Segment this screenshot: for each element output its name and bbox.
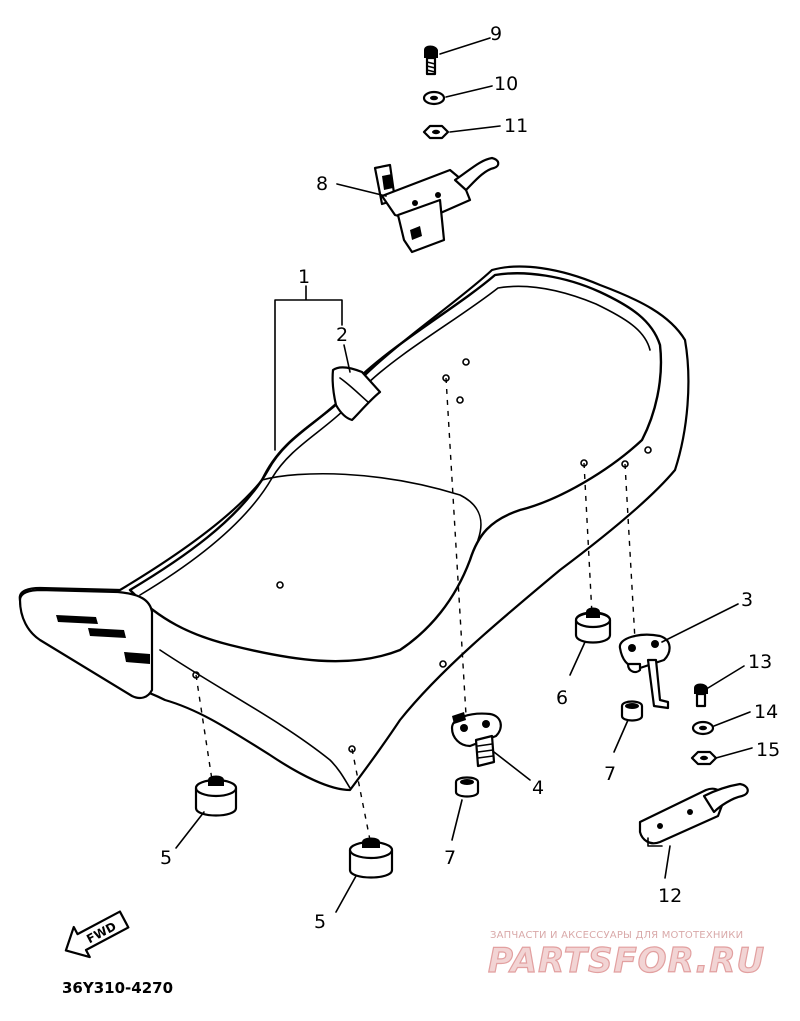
callout-1-bracket — [274, 285, 351, 451]
grab-rail-slot-2 — [88, 628, 126, 638]
mount-holes — [192, 358, 652, 753]
lock-bracket-part-3 — [618, 633, 671, 710]
grab-rail-slot-1 — [56, 615, 98, 624]
callout-labels: 9 10 11 8 1 2 3 13 6 14 15 7 4 7 5 12 5 — [160, 23, 780, 933]
assembly-lines — [195, 377, 636, 841]
callout-7-right: 7 — [604, 763, 616, 785]
seat-body — [18, 265, 690, 792]
nut-part-11 — [422, 124, 450, 140]
callout-7-center: 7 — [444, 847, 456, 869]
grab-rail-slot-3 — [124, 652, 150, 664]
seat-crease — [261, 472, 482, 541]
leader-lines — [175, 37, 753, 913]
callout-8: 8 — [316, 173, 328, 195]
watermark-caption: ЗАПЧАСТИ И АКСЕССУАРЫ ДЛЯ МОТОТЕХНИКИ — [490, 930, 743, 941]
seat-pad-line — [139, 285, 651, 596]
callout-10: 10 — [494, 73, 518, 95]
watermark: ЗАПЧАСТИ И АКСЕССУАРЫ ДЛЯ МОТОТЕХНИКИ PA… — [487, 930, 765, 982]
callout-13: 13 — [748, 651, 772, 673]
seat-lower-edge — [159, 649, 351, 789]
forward-arrow: FWD — [64, 910, 130, 959]
callout-5-left: 5 — [160, 847, 172, 869]
collar-part-7-right — [620, 700, 644, 722]
seat-assembly — [18, 265, 690, 792]
callout-2: 2 — [336, 324, 348, 346]
callout-9: 9 — [490, 23, 502, 45]
callout-6: 6 — [556, 687, 568, 709]
damper-part-5-right — [348, 837, 394, 879]
callout-3: 3 — [741, 589, 753, 611]
collar-part-7-center — [454, 776, 480, 798]
callout-15: 15 — [756, 739, 780, 761]
callout-14: 14 — [754, 701, 778, 723]
seat-hook-part-8 — [373, 156, 500, 254]
washer-part-10 — [422, 90, 446, 106]
grab-rail — [18, 588, 154, 700]
damper-part-6 — [574, 607, 612, 644]
part-code: 36Y310-4270 — [62, 979, 173, 997]
bolt-part-9 — [424, 45, 438, 76]
hook-plate-part-12 — [638, 782, 749, 847]
watermark-brand: PARTSFOR.RU — [488, 941, 765, 981]
bolt-part-13 — [694, 683, 708, 708]
nut-part-15 — [690, 750, 718, 766]
callout-11: 11 — [504, 115, 528, 137]
callout-1: 1 — [298, 266, 310, 288]
damper-part-5-left — [194, 775, 238, 817]
seat-top-rim — [128, 272, 663, 663]
seat-strap-fold — [339, 377, 369, 403]
callout-5-right: 5 — [314, 911, 326, 933]
washer-part-14 — [691, 720, 715, 736]
callout-4: 4 — [532, 777, 544, 799]
callout-12: 12 — [658, 885, 682, 907]
lock-plate-part-4 — [450, 712, 502, 768]
